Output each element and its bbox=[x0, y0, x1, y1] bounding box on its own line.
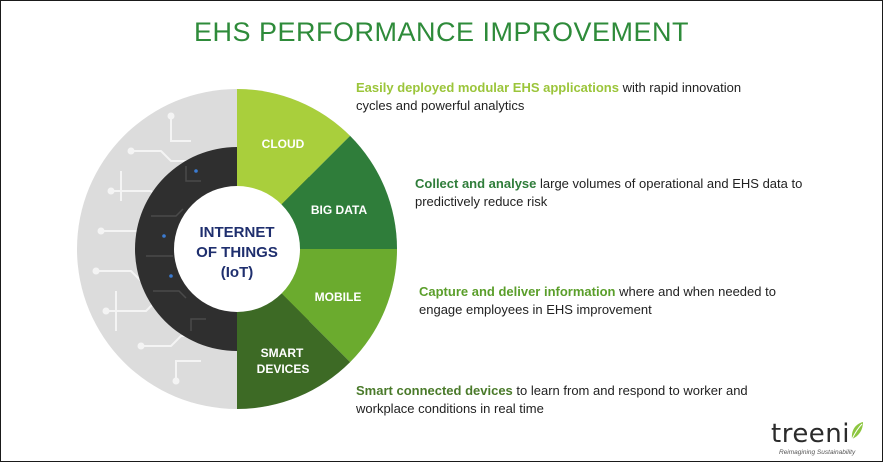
description-text: to learn from and respond to worker and bbox=[512, 383, 748, 398]
center-text-line3: (IoT) bbox=[221, 264, 253, 281]
circuit-dots-inner bbox=[162, 169, 198, 278]
description-text: with rapid innovation bbox=[618, 80, 742, 95]
segment-label-mobile: MOBILE bbox=[315, 290, 362, 304]
description-mobile: Capture and deliver information where an… bbox=[419, 283, 819, 319]
leaf-icon bbox=[851, 422, 863, 440]
description-text: workplace conditions in real time bbox=[356, 401, 544, 416]
circuit-texture-inner bbox=[146, 166, 206, 331]
description-cloud: Easily deployed modular EHS applications… bbox=[356, 79, 756, 115]
segment-label-big-data: BIG DATA bbox=[311, 203, 368, 217]
center-text-line2: OF THINGS bbox=[196, 244, 278, 261]
circuit-nodes-outer bbox=[92, 112, 180, 385]
description-highlight: Easily deployed modular EHS applications bbox=[356, 80, 619, 95]
center-circle bbox=[174, 186, 300, 312]
description-text: where and when needed to bbox=[615, 284, 776, 299]
description-big-data: Collect and analyse large volumes of ope… bbox=[415, 175, 815, 211]
description-text: cycles and powerful analytics bbox=[356, 98, 525, 113]
brand-name: treeni bbox=[771, 419, 851, 449]
center-text-line1: INTERNET bbox=[200, 224, 275, 241]
description-text: predictively reduce risk bbox=[415, 194, 548, 209]
segment-label-devices: DEVICES bbox=[257, 362, 310, 376]
description-text: engage employees in EHS improvement bbox=[419, 302, 652, 317]
description-smart-devices: Smart connected devices to learn from an… bbox=[356, 382, 756, 418]
brand-tagline: Reimagining Sustainability bbox=[779, 449, 856, 456]
segment-label-smart: SMART bbox=[261, 346, 304, 360]
description-highlight: Smart connected devices bbox=[356, 383, 513, 398]
description-highlight: Capture and deliver information bbox=[419, 284, 616, 299]
segment-label-cloud: CLOUD bbox=[262, 137, 305, 151]
page-title: EHS PERFORMANCE IMPROVEMENT bbox=[193, 17, 690, 47]
brand-logo: treeni Reimagining Sustainability bbox=[771, 419, 871, 459]
description-text: large volumes of operational and EHS dat… bbox=[536, 176, 803, 191]
description-highlight: Collect and analyse bbox=[415, 176, 537, 191]
